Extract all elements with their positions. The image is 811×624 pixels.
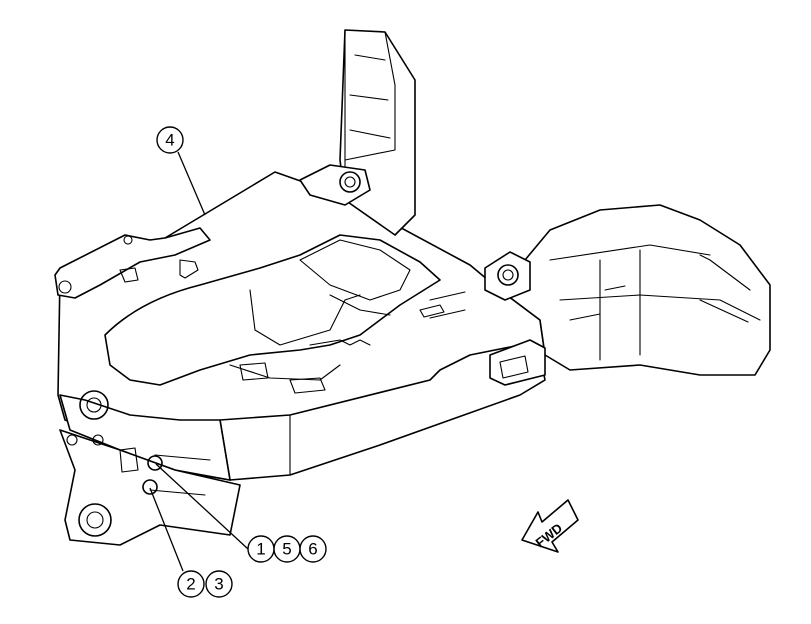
- main-frame: [54, 171, 546, 546]
- callout-5: 5: [273, 535, 301, 563]
- svg-text:3: 3: [214, 575, 223, 594]
- callout-4: 4: [156, 126, 184, 154]
- callout-2: 2: [177, 570, 205, 598]
- callout-1: 1: [247, 535, 275, 563]
- fwd-arrow-icon: FWD: [521, 499, 579, 553]
- leader-lines: [149, 151, 249, 572]
- upright-member: [299, 29, 416, 236]
- svg-text:6: 6: [308, 540, 317, 559]
- callout-6: 6: [299, 535, 327, 563]
- callout-3: 3: [205, 570, 233, 598]
- svg-text:5: 5: [282, 540, 291, 559]
- front-boom: [484, 204, 771, 386]
- svg-text:2: 2: [186, 575, 195, 594]
- svg-text:1: 1: [256, 540, 265, 559]
- svg-text:4: 4: [165, 131, 174, 150]
